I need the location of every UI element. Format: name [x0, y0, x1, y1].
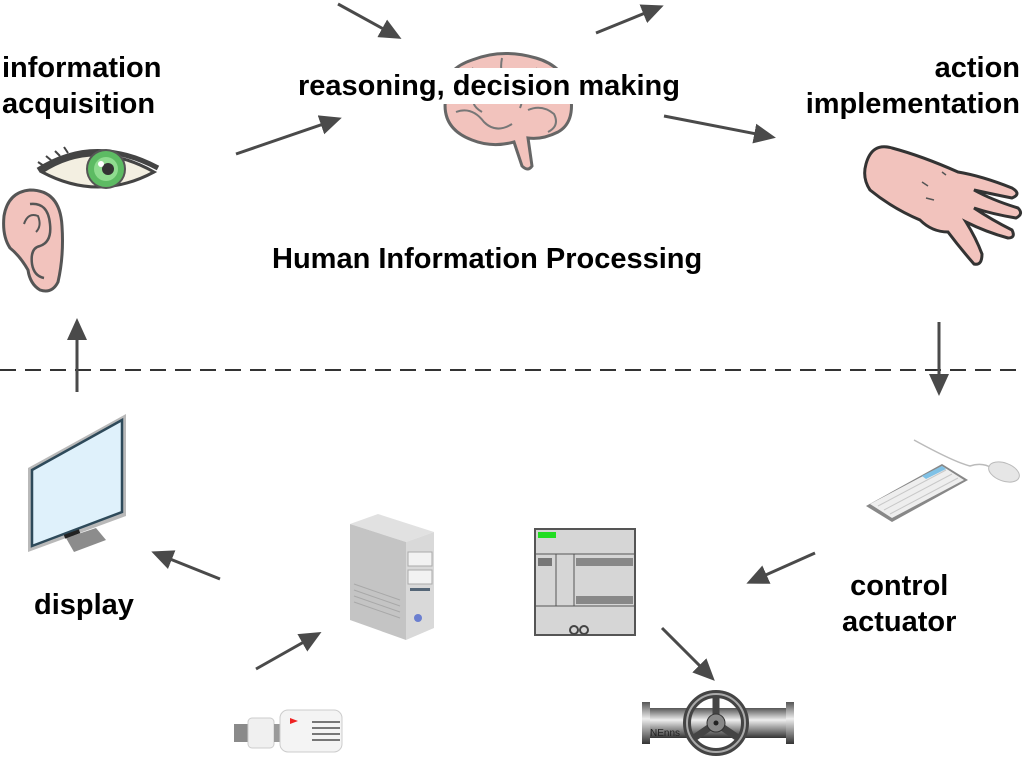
arrow-control-to-plc	[746, 551, 816, 584]
label-line: action	[934, 52, 1020, 84]
arrow-server-to-display	[151, 550, 221, 581]
arrow-acquisition-to-reasoning	[235, 115, 342, 156]
control-actuator-label: control actuator	[842, 568, 956, 640]
valve-brand-text: NEnns	[650, 728, 680, 739]
arrow-top-out	[595, 4, 664, 35]
arrow-reasoning-to-action	[663, 114, 776, 144]
arrow-top-in	[337, 2, 402, 39]
server-tower-icon	[350, 514, 434, 640]
reasoning-decision-label: reasoning, decision making	[296, 68, 682, 104]
monitor-icon	[28, 414, 126, 552]
display-label: display	[34, 589, 134, 621]
pipe-valve-icon: NEnns	[642, 690, 794, 756]
arrow-plc-to-valve	[660, 626, 715, 681]
label-line: information	[2, 52, 162, 84]
keyboard-mouse-icon	[866, 439, 1020, 522]
arrow-sensor-to-server	[255, 632, 322, 671]
hand-icon	[863, 145, 1023, 266]
thermostatic-valve-sensor-icon	[234, 709, 343, 753]
information-acquisition-label: information acquisition	[2, 50, 162, 122]
action-implementation-label: action implementation	[806, 50, 1020, 122]
label-line: actuator	[842, 606, 957, 638]
label-line: control	[850, 570, 949, 602]
eye-icon	[36, 146, 160, 189]
brain-icon	[443, 51, 573, 171]
diagram-title: Human Information Processing	[272, 243, 703, 275]
label-line: implementation	[805, 88, 1020, 120]
label-line: acquisition	[2, 88, 156, 120]
plc-controller-icon	[534, 528, 636, 636]
ear-icon	[2, 188, 64, 293]
